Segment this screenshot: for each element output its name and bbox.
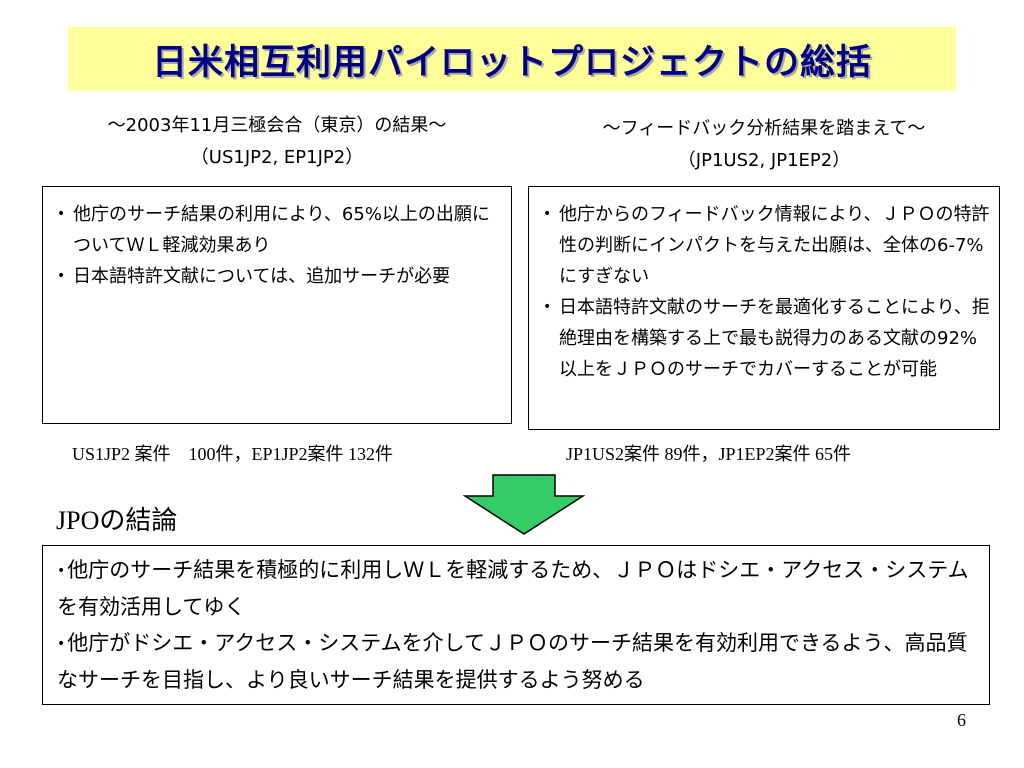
bullet-icon: •	[543, 206, 552, 222]
bullet-icon: •	[543, 299, 552, 315]
down-arrow-icon	[463, 474, 585, 535]
list-item: •日本語特許文献のサーチを最適化することにより、拒絶理由を構築する上で最も説得力…	[537, 292, 991, 385]
right-heading: ～フィードバック分析結果を踏まえて～ （JP1US2, JP1EP2）	[528, 113, 1000, 177]
right-case-count: JP1US2案件 89件，JP1EP2案件 65件	[566, 444, 852, 464]
left-findings-panel: •他庁のサーチ結果の利用により、65%以上の出願についてＷＬ軽減効果あり •日本…	[42, 186, 512, 424]
bullet-icon: •	[57, 268, 66, 284]
right-heading-line2: （JP1US2, JP1EP2）	[677, 150, 851, 171]
right-heading-line1: ～フィードバック分析結果を踏まえて～	[602, 118, 926, 139]
list-item: •他庁がドシエ・アクセス・システムを介してＪＰＯのサーチ結果を有効利用できるよう…	[57, 631, 968, 692]
page-number: 6	[957, 710, 966, 730]
bullet-icon: •	[57, 206, 66, 222]
left-heading-line2: （US1JP2, EP1JP2）	[190, 147, 364, 168]
slide-title-box: 日米相互利用パイロットプロジェクトの総括	[68, 27, 956, 91]
bullet-icon: •	[57, 636, 66, 652]
list-item: •他庁のサーチ結果の利用により、65%以上の出願についてＷＬ軽減効果あり	[51, 199, 503, 261]
bullet-icon: •	[57, 563, 66, 579]
list-item: •日本語特許文献については、追加サーチが必要	[51, 261, 503, 292]
conclusion-title-rest: の結論	[99, 506, 178, 536]
right-findings-panel: •他庁からのフィードバック情報により、ＪＰＯの特許性の判断にインパクトを与えた出…	[528, 186, 1000, 430]
slide-title: 日米相互利用パイロットプロジェクトの総括	[151, 42, 872, 83]
left-case-count: US1JP2 案件 100件，EP1JP2案件 132件	[72, 444, 394, 464]
left-heading-line1: ～2003年11月三極会合（東京）の結果～	[107, 115, 447, 136]
conclusion-title: JPOの結論	[56, 504, 177, 538]
list-item: •他庁からのフィードバック情報により、ＪＰＯの特許性の判断にインパクトを与えた出…	[537, 199, 991, 292]
left-heading: ～2003年11月三極会合（東京）の結果～ （US1JP2, EP1JP2）	[42, 110, 512, 174]
list-item: •他庁のサーチ結果を積極的に利用しＷＬを軽減するため、ＪＰＯはドシエ・アクセス・…	[57, 558, 969, 619]
conclusion-title-org: JPO	[56, 506, 100, 535]
conclusion-panel: •他庁のサーチ結果を積極的に利用しＷＬを軽減するため、ＪＰＯはドシエ・アクセス・…	[42, 545, 990, 705]
